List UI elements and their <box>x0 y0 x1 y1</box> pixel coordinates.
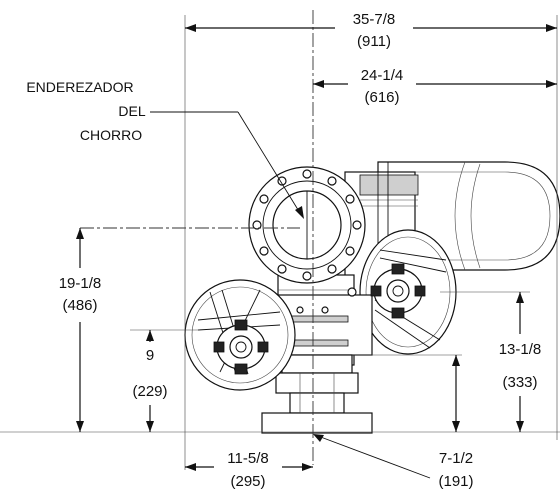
dimension-lines <box>76 24 557 479</box>
callout-line-3: CHORRO <box>80 127 142 143</box>
flange-bolt-holes <box>252 169 362 281</box>
callout-line-1: ENDEREZADOR <box>26 79 133 95</box>
dim-right-width-metric: (616) <box>364 89 399 106</box>
dim-left-height-metric: (486) <box>62 297 97 314</box>
base-pedestal <box>261 354 373 434</box>
dim-left-height-imperial: 19-1/8 <box>59 275 102 292</box>
dim-bottom-right-imperial: 7-1/2 <box>439 450 473 467</box>
dim-overall-width-imperial: 35-7/8 <box>353 11 396 28</box>
dim-inner-height-metric: (229) <box>132 383 167 400</box>
right-hub <box>370 263 426 319</box>
dimension-labels: 35-7/8 (911) 24-1/4 (616) 19-1/8 (486) 9… <box>59 11 542 490</box>
dim-inner-height-imperial: 9 <box>146 347 154 364</box>
callout-label: ENDEREZADOR DEL CHORRO <box>26 79 146 143</box>
nozzle-monitor-illustration <box>184 161 560 434</box>
extension-lines <box>0 15 560 470</box>
center-lines <box>80 10 314 465</box>
dim-overall-width-metric: (911) <box>357 33 391 50</box>
dim-right-width-imperial: 24-1/4 <box>361 67 404 84</box>
dim-bottom-left-metric: (295) <box>230 473 265 490</box>
dim-bottom-right-metric: (191) <box>438 473 473 490</box>
outlet-flange <box>248 166 366 284</box>
dim-bottom-left-imperial: 11-5/8 <box>227 450 268 467</box>
callout-line-2: DEL <box>118 103 145 119</box>
dim-right-height-metric: (333) <box>502 374 537 391</box>
left-hub <box>213 319 269 375</box>
dim-right-height-imperial: 13-1/8 <box>499 341 542 358</box>
